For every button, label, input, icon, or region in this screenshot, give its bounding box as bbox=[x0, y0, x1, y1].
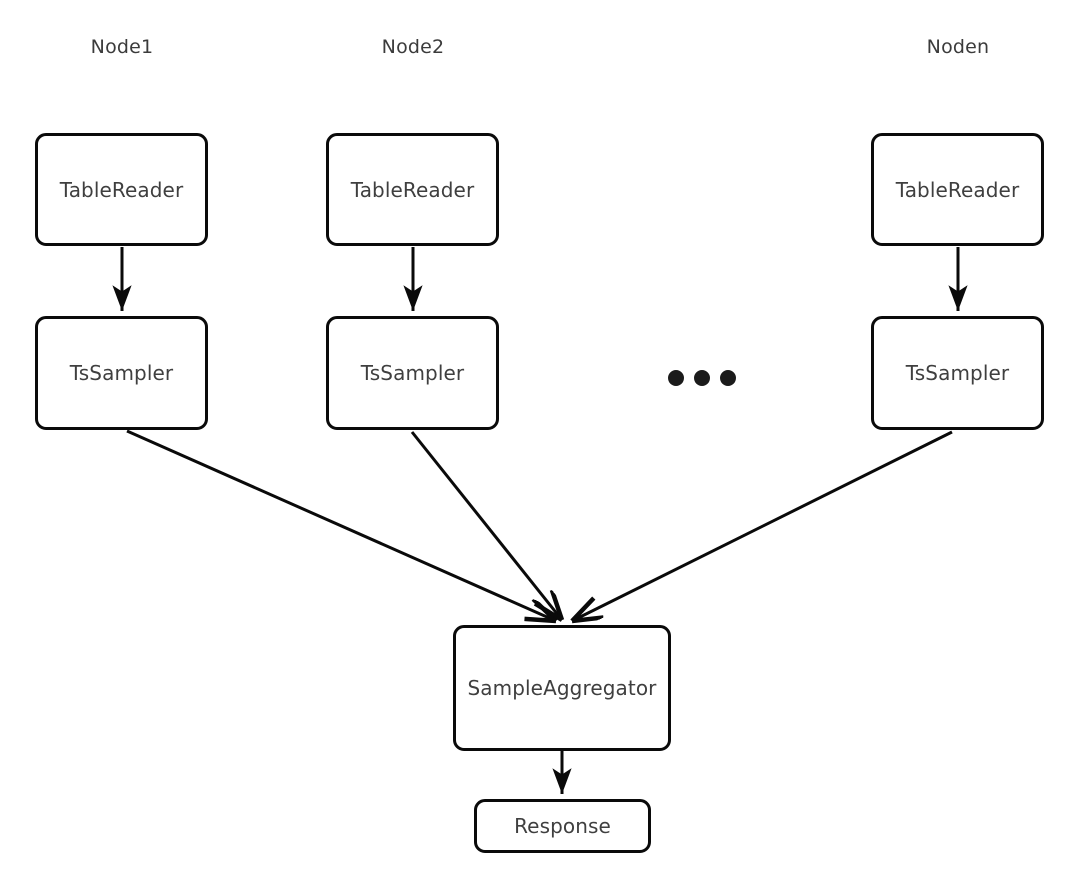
ellipsis-icon bbox=[668, 370, 736, 386]
ellipsis-dot bbox=[668, 370, 684, 386]
ellipsis-dot bbox=[720, 370, 736, 386]
edge-tssampler2-aggregator bbox=[410, 431, 562, 620]
ellipsis-dot bbox=[694, 370, 710, 386]
column-label-node1: Node1 bbox=[90, 36, 154, 58]
node-ts-sampler-n[interactable]: TsSampler bbox=[871, 316, 1044, 430]
node-table-reader-n[interactable]: TableReader bbox=[871, 133, 1044, 246]
column-label-noden: Noden bbox=[926, 36, 990, 58]
node-sample-aggregator[interactable]: SampleAggregator bbox=[453, 625, 671, 751]
node-table-reader-2[interactable]: TableReader bbox=[326, 133, 499, 246]
node-label: TableReader bbox=[59, 177, 184, 202]
node-label: TableReader bbox=[895, 177, 1020, 202]
node-label: TableReader bbox=[350, 177, 475, 202]
node-response[interactable]: Response bbox=[474, 799, 651, 853]
node-label: TsSampler bbox=[360, 361, 465, 385]
column-label-node2: Node2 bbox=[381, 36, 445, 58]
node-label: SampleAggregator bbox=[467, 676, 657, 700]
node-label: TsSampler bbox=[69, 361, 174, 385]
node-ts-sampler-1[interactable]: TsSampler bbox=[35, 316, 208, 430]
node-label: Response bbox=[514, 814, 611, 838]
node-table-reader-1[interactable]: TableReader bbox=[35, 133, 208, 246]
edge-tssamplern-aggregator bbox=[572, 430, 953, 621]
edge-tssampler1-aggregator bbox=[126, 429, 556, 621]
node-label: TsSampler bbox=[905, 361, 1010, 385]
node-ts-sampler-2[interactable]: TsSampler bbox=[326, 316, 499, 430]
